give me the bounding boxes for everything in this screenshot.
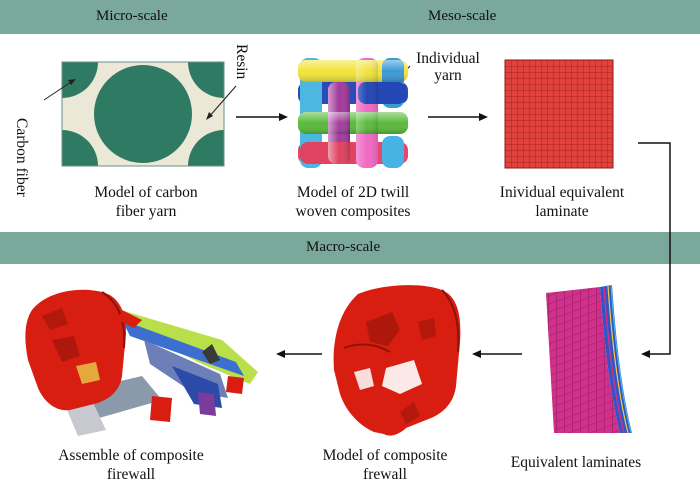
meso-scale-label: Meso-scale — [428, 8, 497, 24]
caption-twill-model: Model of 2D twill woven composites — [295, 184, 411, 220]
individual-yarn-label: Individual yarn — [416, 50, 480, 84]
caption-equivalent-laminates: Equivalent laminates — [510, 454, 642, 471]
micro-scale-label: Micro-scale — [96, 8, 168, 24]
micro-meso-band — [0, 0, 700, 34]
firewall-assembly-model — [25, 289, 258, 436]
caption-equivalent-laminate: Inividual equivalent laminate — [499, 184, 625, 220]
macro-band — [0, 232, 700, 264]
caption-composite-firewall: Model of composite frewall — [322, 447, 448, 483]
twill-woven-model — [298, 58, 408, 168]
caption-assembly: Assemble of composite firewall — [58, 447, 204, 483]
caption-yarn-model: Model of carbon fiber yarn — [94, 184, 198, 220]
equivalent-laminate-grid — [504, 59, 614, 169]
composite-firewall-model — [333, 285, 461, 436]
arrow-laminate-to-stack — [638, 142, 671, 355]
carbon-fiber-yarn-model — [61, 61, 225, 167]
equivalent-laminates-stack — [546, 284, 632, 434]
macro-scale-label: Macro-scale — [306, 239, 381, 255]
